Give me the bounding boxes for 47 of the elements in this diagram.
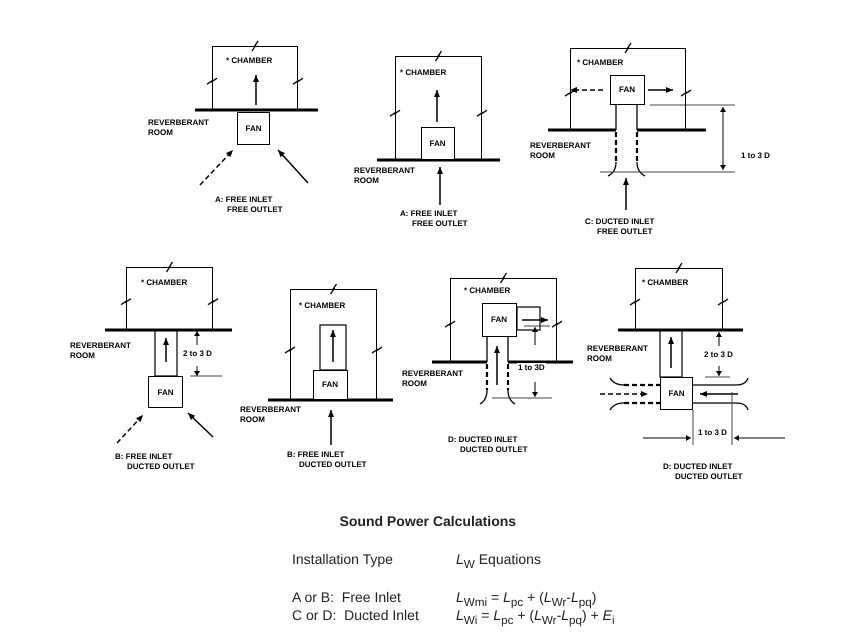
chamber-label: * CHAMBER (642, 278, 688, 287)
equation: L$_{W}$ Equations (456, 551, 541, 571)
figure-caption: C: DUCTED INLET FREE OUTLET (585, 217, 656, 237)
chamber-outline (126, 267, 213, 330)
fan-box: FAN (482, 302, 516, 336)
table-cell: C or D: Ducted Inlet (292, 607, 419, 623)
fan-box: FAN (148, 376, 183, 408)
figure-caption: B: FREE INLET DUCTED OUTLET (115, 452, 195, 472)
chamber-outline (570, 48, 686, 130)
room-label: REVERBERANT ROOM (240, 405, 302, 425)
chamber-label: * CHAMBER (226, 56, 272, 65)
chamber-outline (395, 56, 482, 160)
chamber-outline (290, 289, 377, 400)
table-cell: A or B: Free Inlet (292, 589, 401, 605)
title: Sound Power Calculations (340, 513, 516, 529)
fan-box: FAN (312, 370, 348, 400)
chamber-label: * CHAMBER (577, 58, 624, 67)
fan-box: FAN (610, 74, 644, 104)
room-label: REVERBERANT ROOM (354, 166, 416, 186)
room-label: REVERBERANT ROOM (70, 341, 132, 361)
figure-caption: D: DUCTED INLET DUCTED OUTLET (448, 435, 529, 455)
dimension-label: 1 to 3 D (697, 428, 728, 438)
figure-caption: B: FREE INLET DUCTED OUTLET (287, 450, 367, 470)
room-label: REVERBERANT ROOM (148, 118, 210, 138)
fan-box: FAN (237, 112, 270, 145)
chamber-outline (450, 278, 557, 362)
chamber-label: * CHAMBER (400, 68, 446, 77)
figure-caption: D: DUCTED INLET DUCTED OUTLET (663, 462, 744, 482)
room-label: REVERBERANT ROOM (530, 141, 592, 161)
dimension-label: 1 to 3D (517, 363, 546, 373)
figure-caption: A: FREE INLET FREE OUTLET (400, 209, 469, 229)
chamber-label: * CHAMBER (464, 286, 510, 295)
chamber-label: * CHAMBER (299, 301, 346, 310)
dimension-label: 2 to 3 D (703, 350, 734, 360)
room-label: REVERBERANT ROOM (402, 369, 464, 389)
figure-caption: A: FREE INLET FREE OUTLET (215, 195, 284, 215)
room-label: REVERBERANT ROOM (587, 344, 649, 364)
dimension-label: 1 to 3 D (740, 151, 771, 161)
fan-box: FAN (660, 377, 693, 410)
equation: L$_{Wi}$ = L$_{pc}$ + (L$_{Wr}$-L$_{pq}$) + E$_{i}$ (456, 607, 615, 627)
fan-box: FAN (420, 126, 454, 160)
equation: L$_{Wmi}$ = L$_{pc}$ + (L$_{Wr}$-L$_{pq}$) (456, 589, 596, 609)
chamber-outline (635, 268, 723, 330)
table-cell: Installation Type (292, 551, 393, 567)
dimension-label: 2 to 3 D (182, 349, 213, 359)
chamber-outline (212, 46, 298, 110)
chamber-label: * CHAMBER (141, 278, 188, 287)
